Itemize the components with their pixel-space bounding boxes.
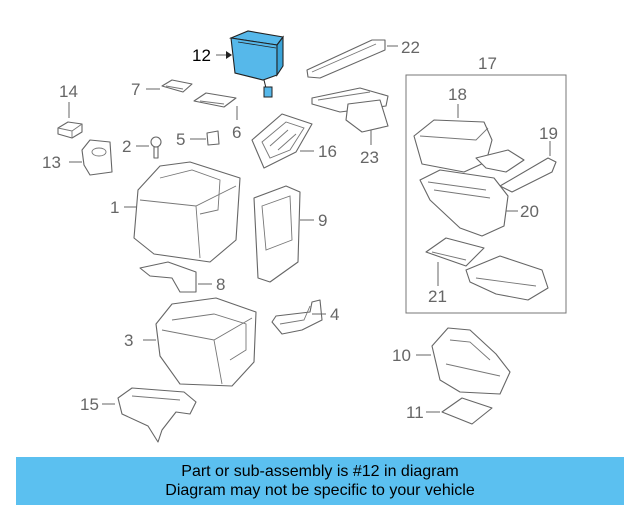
part-2-screw[interactable] [150, 136, 162, 159]
part-11-mat[interactable] [441, 397, 493, 425]
part-1-console-body[interactable] [133, 161, 241, 263]
arrow-12 [226, 51, 232, 59]
part-3-lower-housing[interactable] [155, 297, 257, 387]
callout-19[interactable]: 19 [539, 124, 558, 143]
part-22-rail[interactable] [306, 39, 386, 79]
callout-7[interactable]: 7 [131, 80, 140, 99]
banner-line-2: Diagram may not be specific to your vehi… [165, 482, 475, 499]
callout-15[interactable]: 15 [80, 395, 99, 414]
part-9-panel[interactable] [253, 185, 301, 283]
callout-16[interactable]: 16 [318, 142, 337, 161]
part-13-cupholder[interactable] [81, 139, 113, 176]
callout-5[interactable]: 5 [176, 130, 185, 149]
callout-2[interactable]: 2 [122, 137, 131, 156]
callout-21[interactable]: 21 [428, 287, 447, 306]
callout-4[interactable]: 4 [330, 305, 339, 324]
parts-diagram: 12 22 17 14 7 18 2 5 6 19 16 13 23 1 20 … [42, 30, 567, 443]
part-20-armrest-base[interactable] [419, 169, 509, 237]
part-23-bracket[interactable] [311, 87, 389, 133]
callout-17[interactable]: 17 [478, 54, 497, 73]
part-19-hinge[interactable] [475, 149, 557, 193]
info-banner: Part or sub-assembly is #12 in diagram D… [16, 457, 624, 505]
callout-20[interactable]: 20 [520, 202, 539, 221]
part-16-vent[interactable] [251, 113, 313, 169]
part-7-mat[interactable] [161, 79, 193, 93]
part-10-rear-console[interactable] [431, 327, 511, 395]
callout-11[interactable]: 11 [406, 403, 424, 422]
callout-1[interactable]: 1 [110, 198, 119, 217]
callout-9[interactable]: 9 [318, 211, 327, 230]
banner-line-1: Part or sub-assembly is #12 in diagram [181, 463, 459, 480]
callout-8[interactable]: 8 [216, 275, 225, 294]
callout-3[interactable]: 3 [124, 331, 133, 350]
callout-6[interactable]: 6 [232, 123, 241, 142]
callout-13[interactable]: 13 [42, 153, 61, 172]
part-18-armrest-lid[interactable] [413, 119, 493, 173]
part-4-bracket[interactable] [271, 299, 323, 335]
assembly-17-frame [405, 74, 567, 314]
callout-18[interactable]: 18 [448, 85, 467, 104]
part-12-storage-bin[interactable] [228, 30, 284, 98]
callout-22[interactable]: 22 [401, 38, 420, 57]
callout-14[interactable]: 14 [59, 82, 78, 101]
part-5-clip[interactable] [206, 130, 220, 146]
part-6-tray[interactable] [193, 92, 237, 108]
part-14-cap[interactable] [57, 121, 83, 139]
part-15-duct[interactable] [117, 387, 197, 443]
callout-23[interactable]: 23 [360, 148, 379, 167]
callout-10[interactable]: 10 [392, 346, 411, 365]
part-21-insert[interactable] [425, 237, 549, 301]
part-8-duct[interactable] [139, 261, 197, 293]
callout-12[interactable]: 12 [192, 46, 211, 65]
